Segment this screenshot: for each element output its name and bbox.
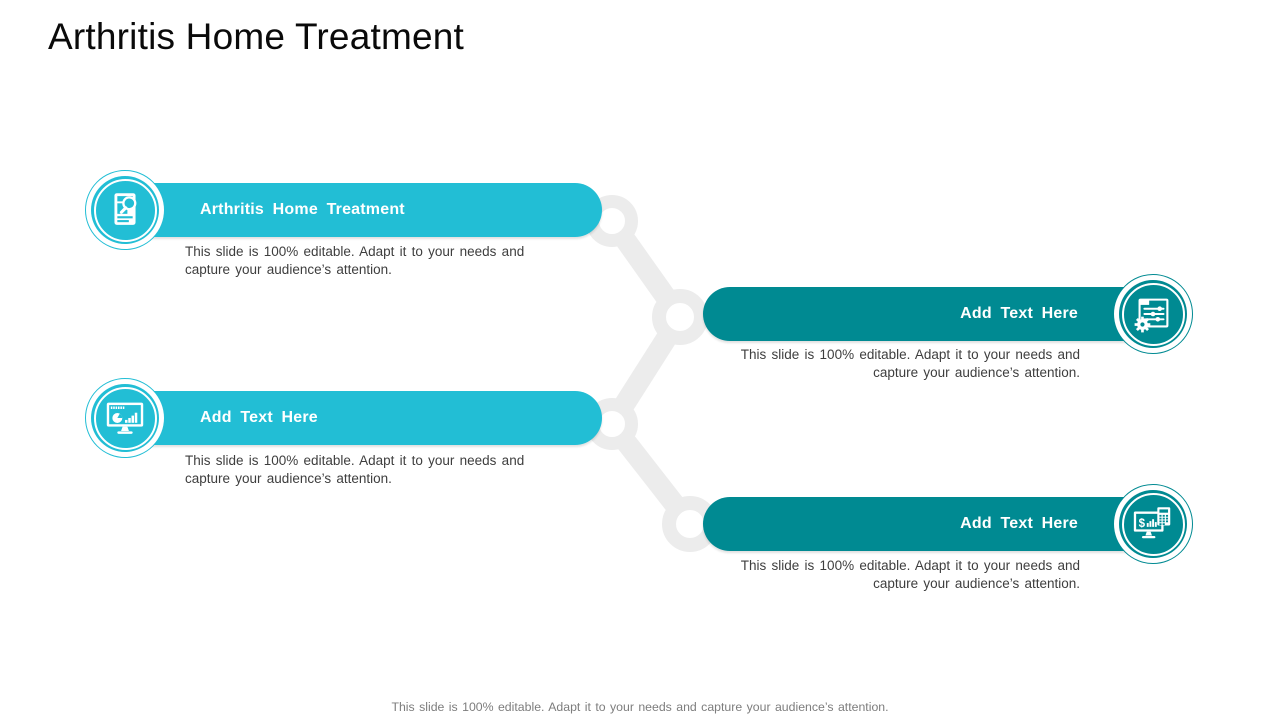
banner-label: Arthritis Home Treatment: [200, 201, 405, 218]
banner-label: Add Text Here: [960, 515, 1078, 532]
banner-badge-2: [1113, 274, 1193, 354]
banner-label: Add Text Here: [960, 305, 1078, 322]
banner-label: Add Text Here: [200, 409, 318, 426]
banner-badge-4: $: [1113, 484, 1193, 564]
document-search-icon: [91, 176, 159, 244]
banner-pill-1[interactable]: Arthritis Home Treatment: [105, 183, 602, 237]
banner-description-1: This slide is 100% editable. Adapt it to…: [185, 244, 525, 277]
presentation-chart-icon: [91, 384, 159, 452]
finance-calculator-icon: $: [1119, 490, 1187, 558]
banner-pill-2[interactable]: Add Text Here: [703, 287, 1150, 341]
banner-pill-4[interactable]: Add Text Here: [703, 497, 1150, 551]
banner-description-3: This slide is 100% editable. Adapt it to…: [185, 453, 525, 486]
settings-sliders-icon: [1119, 280, 1187, 348]
footer-note: This slide is 100% editable. Adapt it to…: [391, 700, 889, 714]
banner-description-4: This slide is 100% editable. Adapt it to…: [740, 558, 1080, 591]
svg-text:$: $: [1139, 518, 1146, 530]
banner-pill-3[interactable]: Add Text Here: [105, 391, 602, 445]
banner-badge-3: [85, 378, 165, 458]
banner-description-2: This slide is 100% editable. Adapt it to…: [740, 347, 1080, 380]
page-title: Arthritis Home Treatment: [48, 16, 465, 57]
banner-badge-1: [85, 170, 165, 250]
